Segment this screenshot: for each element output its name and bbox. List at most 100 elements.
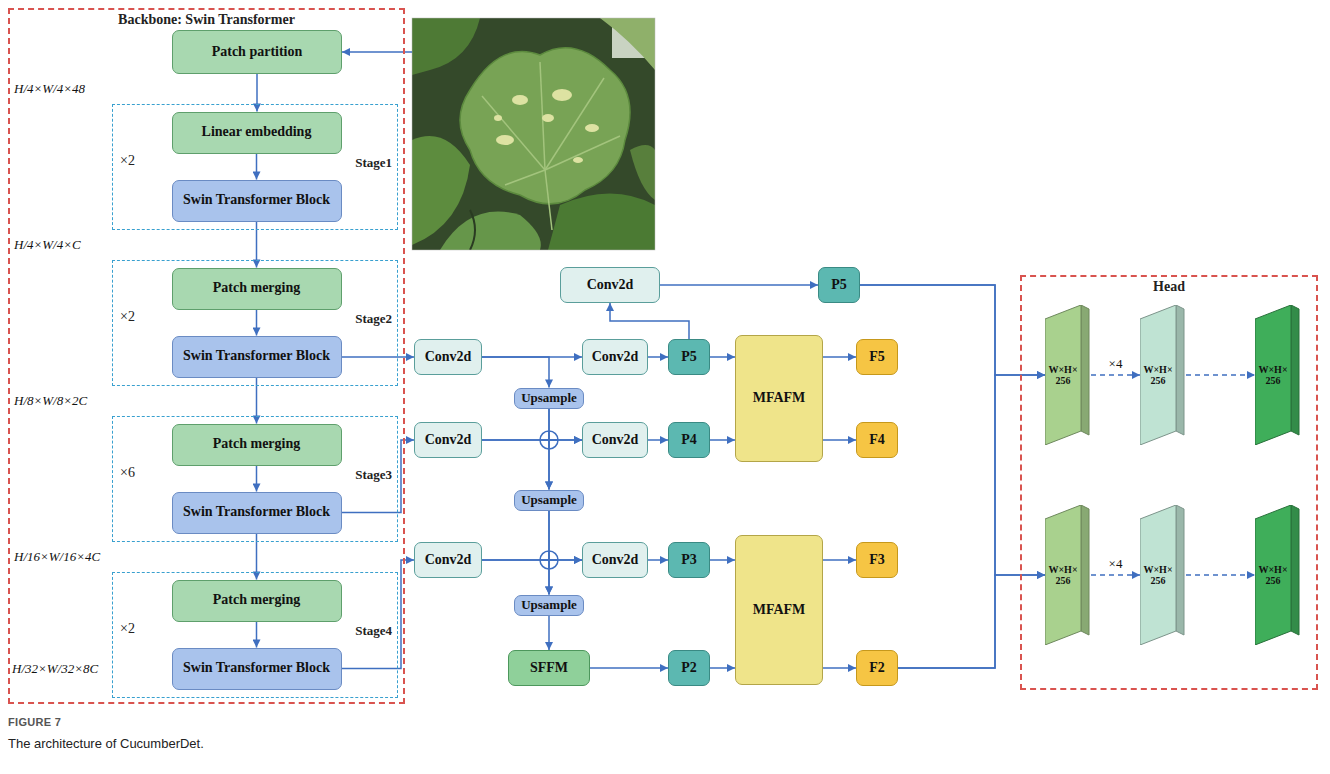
connector-arrow: [710, 667, 735, 669]
connector-arrow: [823, 667, 856, 669]
feature-plate: W×H× 256: [1255, 505, 1301, 645]
node-label: P5: [681, 349, 697, 365]
node-label: Swin Transformer Block: [183, 348, 330, 364]
node-label: Stage3: [355, 467, 392, 483]
plate-side: [1081, 305, 1089, 435]
plate-face: [1140, 305, 1176, 445]
figure-caption: The architecture of CucumberDet.: [8, 736, 204, 751]
repeat-count: ×2: [120, 621, 135, 637]
node-label: Patch merging: [213, 280, 300, 296]
node-label: F3: [869, 552, 885, 568]
connector-arrow: [256, 74, 258, 112]
stage-group: Patch mergingSwin Transformer Block Stage…: [112, 260, 398, 386]
node-label: Stage2: [355, 311, 392, 327]
feature-plate: W×H× 256: [1255, 305, 1301, 445]
feature-plate: W×H× 256: [1045, 305, 1091, 445]
connector-arrow: [648, 356, 668, 358]
input-arrow: [342, 51, 412, 53]
connector-arrow: [1186, 374, 1255, 376]
node-label: Conv2d: [425, 432, 472, 448]
process-box: F5: [856, 339, 898, 375]
connector-arrow: [548, 616, 550, 651]
connector-arrow: [710, 439, 735, 441]
process-box: F4: [856, 422, 898, 458]
node-label: Conv2d: [425, 552, 472, 568]
edge-label: ×4: [1107, 557, 1125, 571]
connector-arrow: [256, 466, 258, 492]
node-label: Conv2d: [592, 432, 639, 448]
process-box: Upsample: [514, 388, 584, 409]
process-box: Linear embedding: [172, 112, 342, 154]
process-box: Patch merging: [172, 268, 342, 310]
edge-label: ×4: [1107, 357, 1125, 371]
node-label: W×H× 256: [1045, 364, 1081, 386]
plate-face: [1045, 305, 1081, 445]
process-box: P4: [668, 422, 710, 458]
process-box: Conv2d: [414, 339, 482, 375]
node-label: Stage4: [355, 623, 392, 639]
process-box: P5: [668, 339, 710, 375]
process-box: Patch merging: [172, 580, 342, 622]
connector-arrow: [549, 409, 582, 441]
plate-face: [1140, 505, 1176, 645]
dashed-region: Patch partitionLinear embeddingSwin Tran…: [8, 8, 405, 704]
node-label: F4: [869, 432, 885, 448]
repeat-count: ×6: [120, 465, 135, 481]
connector-arrow: [549, 511, 582, 561]
process-box: F3: [856, 542, 898, 578]
feature-plate: W×H× 256: [1140, 305, 1186, 445]
node-label: W×H× 256: [1140, 364, 1176, 386]
connector-arrow: [648, 439, 668, 441]
connector-arrow: [1186, 574, 1255, 576]
connector-arrow: [610, 303, 689, 339]
process-box: Conv2d: [414, 422, 482, 458]
feature-plate: W×H× 256: [1045, 505, 1091, 645]
node-label: W×H× 256: [1255, 364, 1291, 386]
plate-side: [1081, 505, 1089, 635]
stage-group: Linear embeddingSwin Transformer Block St…: [112, 104, 398, 230]
process-box: Upsample: [514, 595, 584, 616]
node-label: Swin Transformer Block: [183, 192, 330, 208]
dimension-label: H/4×W/4×C: [14, 237, 81, 253]
node-label: Linear embedding: [202, 124, 312, 140]
dimension-label: H/8×W/8×2C: [14, 393, 87, 409]
connector-arrow: [590, 667, 668, 669]
node-label: Upsample: [521, 391, 577, 406]
node-label: Swin Transformer Block: [183, 660, 330, 676]
process-box: Patch partition: [172, 30, 342, 74]
connector-arrow: [256, 310, 258, 336]
stage-group: Patch mergingSwin Transformer Block Stage…: [112, 572, 398, 698]
stage-group: Patch mergingSwin Transformer BlockStage…: [112, 416, 398, 542]
node-label: P3: [681, 552, 697, 568]
process-box: Swin Transformer Block: [172, 648, 342, 690]
process-box: Conv2d: [560, 267, 660, 303]
process-box: P5: [818, 267, 860, 303]
connector-arrow: [823, 439, 856, 441]
dimension-label: H/16×W/16×4C: [14, 549, 100, 565]
connector-arrow: [823, 559, 856, 561]
node-label: P2: [681, 660, 697, 676]
process-box: Conv2d: [582, 422, 648, 458]
node-label: Swin Transformer Block: [183, 504, 330, 520]
figure-number: FIGURE 7: [8, 716, 61, 728]
node-label: Backbone: Swin Transformer: [10, 12, 403, 28]
cucumber-leaf-photo: [412, 18, 655, 250]
dimension-label: H/4×W/4×48: [14, 81, 85, 97]
feature-plate: W×H× 256: [1140, 505, 1186, 645]
process-box: Swin Transformer Block: [172, 336, 342, 378]
dashed-region: W×H× 256W×H× 256W×H× 256W×H× 256W×H× 256…: [1020, 275, 1318, 690]
plate-side: [1176, 505, 1184, 635]
node-label: P5: [831, 277, 847, 293]
node-label: Stage1: [355, 155, 392, 171]
process-box: Swin Transformer Block: [172, 492, 342, 534]
process-box: MFAFM: [735, 535, 823, 685]
plate-side: [1176, 305, 1184, 435]
node-label: Conv2d: [587, 277, 634, 293]
node-label: MFAFM: [753, 390, 806, 406]
process-box: P3: [668, 542, 710, 578]
connector-arrow: [482, 357, 549, 388]
node-label: F5: [869, 349, 885, 365]
node-label: W×H× 256: [1045, 564, 1081, 586]
node-label: F2: [869, 660, 885, 676]
process-box: Conv2d: [582, 542, 648, 578]
